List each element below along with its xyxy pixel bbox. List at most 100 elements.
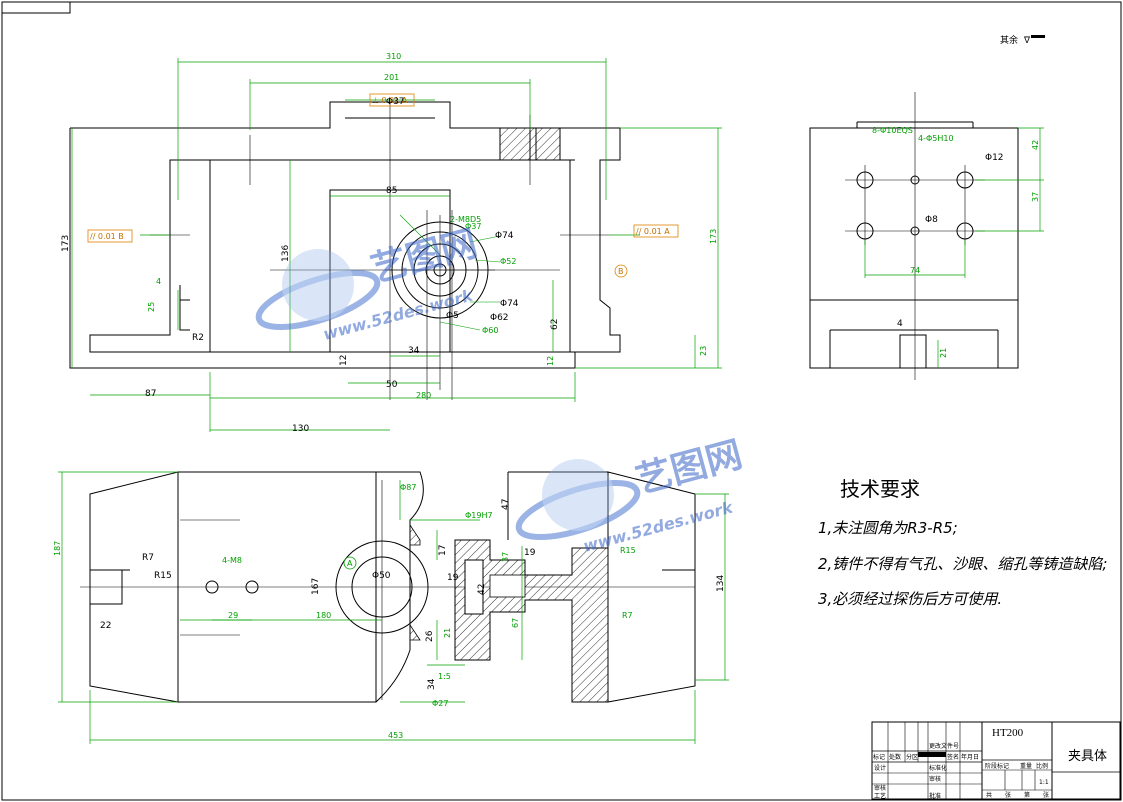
tb-left-label-3: 工艺 [874,792,886,800]
datum-marker [614,264,628,278]
top-label-phi50: Φ50 [372,571,391,581]
dim-62: 62 [550,319,560,330]
side-dim-37: 37 [1031,192,1040,202]
tb-mid-label-3: 审核 [929,775,941,783]
circle-label-6: Φ5 [446,311,459,321]
circle-label-1: Φ74 [495,231,514,241]
surface-note: 其余 [1000,34,1018,46]
title-block: HT200 夹具体 标记 处数 分区 更改文件号 签名 年月日 设计 审核 工艺… [871,721,1121,800]
dim-34: 34 [408,346,420,356]
watermark-name-2: 艺图网 [632,434,747,502]
dim-85: 85 [386,186,397,196]
tolerance-2: // 0.01 A [636,227,670,236]
top-dim-22: 22 [100,621,111,631]
dim-310: 310 [386,52,401,61]
top-dim-187: 187 [53,541,62,556]
tolerance-frame-2 [633,224,679,238]
top-label-r7: R7 [142,553,154,563]
watermark-1: 艺图网 www.52des.work [255,223,482,344]
top-dim-47: 47 [501,499,511,510]
dim-136: 136 [281,245,291,262]
side-note-3: Φ12 [985,153,1004,163]
tb-scale: 1:1 [1039,779,1049,786]
side-note-2: 4-Φ5H10 [918,134,954,143]
top-datum-a [343,556,357,570]
roughness-bar [1031,35,1045,38]
tb-row-label-6: 年月日 [961,753,979,761]
side-dim-21: 21 [939,348,948,358]
top-dim-29: 29 [228,611,238,620]
tb-right-head-3: 比例 [1036,762,1048,770]
top-label-r7-right: R7 [622,611,633,620]
top-label-phi87: Φ87 [400,483,416,492]
tb-part-name: 夹具体 [1068,749,1107,764]
dim-280: 280 [416,391,431,400]
tb-right-head-1: 阶段标记 [985,762,1009,770]
dim-173-left: 173 [61,235,71,252]
dim-4: 4 [156,277,161,286]
tb-sheet-1: 共 [986,791,992,799]
circle-label-4: Φ60 [482,326,498,335]
side-view: 42 37 74 4 21 8-Φ10EQS 4-Φ5H10 Φ12 Φ8 [809,92,1044,380]
top-view: 187 134 453 22 29 180 167 47 17 37 19 19… [53,471,729,744]
tb-sheet-4: 张 [1043,791,1049,799]
dim-130: 130 [292,424,309,434]
top-label-4m8: 4-M8 [222,556,242,565]
tb-mid-label-1: 标准化 [929,764,947,772]
watermark-2: 艺图网 www.52des.work [515,434,747,556]
dim-87: 87 [145,389,156,399]
top-dim-17: 17 [438,545,448,556]
tech-item-3: 3,必须经过探伤后方可使用. [818,590,1002,608]
tb-row-label-2: 处数 [889,753,901,761]
side-note-1: 8-Φ10EQS [872,126,913,135]
top-label-phi27: Φ27 [432,699,448,708]
top-dim-21: 21 [443,628,452,638]
top-dim-180: 180 [316,611,331,620]
tb-right-head-2: 重量 [1020,762,1032,770]
tech-item-1: 1,未注圆角为R3-R5; [818,519,958,537]
dim-12: 12 [339,355,349,366]
dim-12-right: 12 [546,356,555,366]
top-dim-167: 167 [311,578,321,595]
dim-50: 50 [386,380,398,390]
tolerance-frame-1 [87,229,133,243]
tb-row-label-3: 分区 [906,753,918,761]
sheet-corner-tab [1,1,71,14]
top-dim-19b: 19 [524,548,536,558]
hole-note: 2-M8D5 [450,215,481,224]
tech-title: 技术要求 [840,477,920,501]
side-dim-4: 4 [897,319,903,329]
tb-row-label-1: 标记 [873,753,885,761]
top-dim-37: 37 [501,552,510,562]
tolerance-3: ⊥ 0.01 A [372,96,408,105]
tb-left-label-1: 设计 [874,764,886,772]
top-label-taper: 1:5 [438,672,451,681]
dim-25: 25 [147,302,156,312]
top-note: Φ37 [386,97,405,107]
datum-label: B [618,267,624,276]
top-label-r15: R15 [154,571,172,581]
top-dim-26: 26 [425,630,435,642]
top-dim-42: 42 [477,584,487,595]
top-label-datum: A [347,559,353,568]
tolerance-1: // 0.01 B [90,232,124,241]
watermark-name-1: 艺图网 [367,223,482,291]
tb-mid-label-2: 批准 [929,792,941,800]
tb-left-label-2: 审核 [874,784,886,792]
roughness-symbol: ∇ [1023,36,1031,46]
tb-sheet-2: 张 [1005,791,1011,799]
dim-173-right: 173 [709,229,718,244]
top-label-phi19h7: Φ19H7 [465,511,493,520]
circle-label-7: Φ37 [465,222,481,231]
tb-row-label-5: 签名 [947,753,959,761]
front-view: 310 201 85 173 136 173 62 12 34 50 280 1… [61,52,722,434]
dim-201: 201 [384,73,399,82]
top-dim-19: 19 [447,573,459,583]
dim-23: 23 [699,346,708,356]
tech-requirements: 技术要求 1,未注圆角为R3-R5; 2,铸件不得有气孔、沙眼、缩孔等铸造缺陷;… [818,477,1107,608]
dim-r2: R2 [192,333,204,343]
side-note-4: Φ8 [925,215,938,225]
circle-label-5: Φ52 [500,257,516,266]
